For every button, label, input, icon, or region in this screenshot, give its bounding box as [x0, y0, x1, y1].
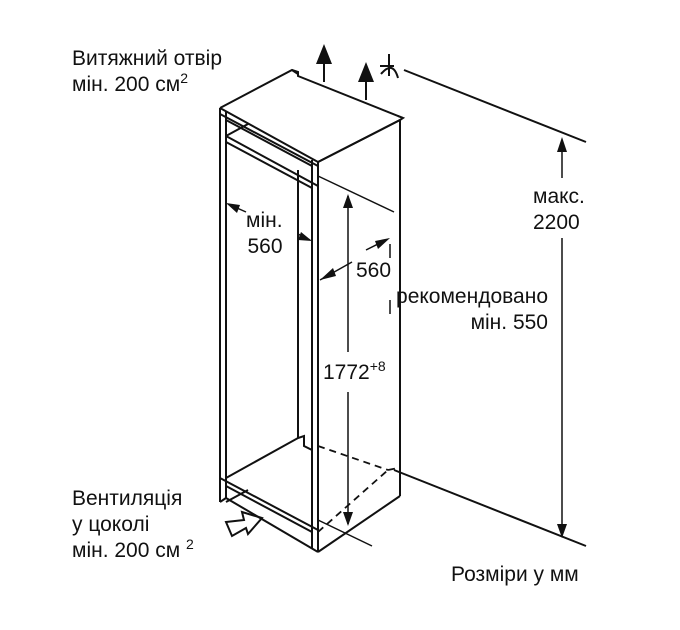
inner-width-dimension [226, 203, 312, 241]
arrow-up-icon [358, 62, 374, 100]
plinth-label-line1: Вентиляція [72, 487, 183, 510]
cabinet-right-side [317, 119, 401, 553]
depth-label: 560 рекомендовано мін. 550 [356, 258, 548, 336]
max-height-dimension [557, 137, 567, 538]
units-note: Розміри у мм [451, 563, 579, 586]
cabinet-front-right-post [311, 160, 319, 552]
depth-label-line2: рекомендовано [396, 285, 548, 308]
cabinet-front-left-post [219, 108, 227, 502]
niche-height-dimension [317, 175, 395, 547]
exhaust-label-line2: мін. 200 см2 [72, 70, 188, 96]
max-height-label-line1: макс. [533, 185, 585, 208]
ceiling-line [403, 69, 587, 143]
plinth-label-line2: у цоколі [72, 513, 150, 536]
cabinet-floor [219, 434, 319, 553]
exhaust-label-line1: Витяжний отвір [72, 47, 223, 70]
arrow-up-icon [316, 44, 332, 82]
floor-line [393, 469, 587, 547]
max-height-label-line2: 2200 [533, 211, 580, 234]
inner-width-label: мін. 560 [246, 208, 283, 260]
niche-height-label: 1772+8 [323, 358, 386, 386]
arrow-right-outline-icon [224, 510, 264, 538]
max-height-label: макс. 2200 [533, 184, 585, 236]
niche-height-value: 1772 [323, 361, 370, 384]
depth-label-line1: 560 [356, 259, 392, 282]
inner-width-label-line2: 560 [247, 235, 283, 258]
inner-width-label-line1: мін. [246, 209, 283, 232]
niche-height-tolerance: +8 [369, 358, 386, 374]
exhaust-label: Витяжний отвір мін. 200 см2 [72, 46, 222, 98]
plinth-label-line3: мін. 200 см 2 [72, 536, 194, 562]
hidden-lines [317, 445, 399, 533]
plinth-ventilation-label: Вентиляція у цоколі мін. 200 см 2 [72, 486, 194, 564]
ceiling-symbol-icon [380, 54, 399, 79]
depth-dimension [319, 238, 391, 314]
depth-label-line3: мін. 550 [470, 311, 548, 334]
cabinet-top-rail [219, 113, 319, 189]
